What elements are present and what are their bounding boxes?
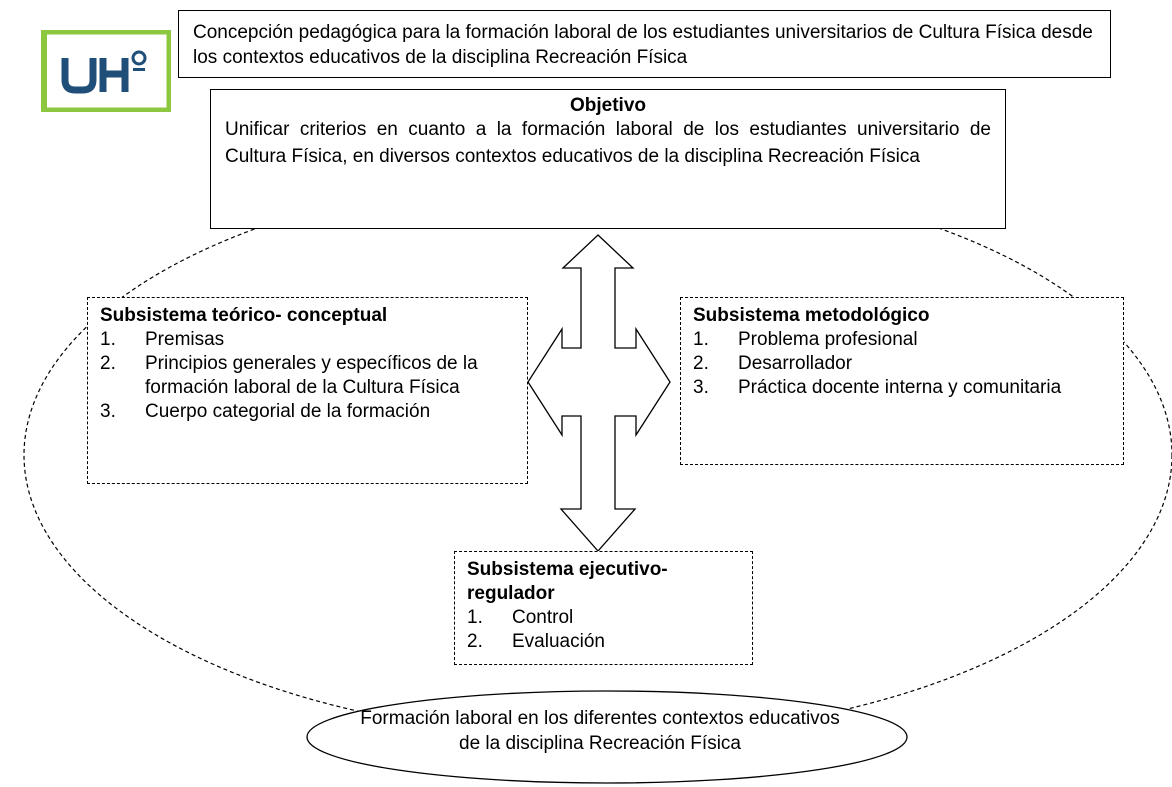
uh-logo (41, 30, 171, 112)
subsystem-executive-list: 1.Control 2.Evaluación (467, 606, 740, 654)
list-item: 1.Control (467, 607, 574, 628)
four-way-arrow (527, 234, 671, 552)
list-item: 3.Cuerpo categorial de la formación (100, 401, 431, 422)
objective-box: Objetivo Unificar criterios en cuanto a … (210, 89, 1006, 229)
outcome-ellipse (306, 690, 908, 784)
list-item: 2.Principios generales y específicos de … (100, 353, 478, 398)
subsystem-methodological-list: 1.Problema profesional 2.Desarrollador 3… (693, 328, 1111, 400)
subsystem-methodological-title: Subsistema metodológico (693, 305, 930, 326)
subsystem-executive-title: Subsistema ejecutivo-regulador (467, 559, 668, 604)
objective-text: Unificar criterios en cuanto a la formac… (225, 119, 991, 167)
subsystem-methodological-box: Subsistema metodológico 1.Problema profe… (680, 297, 1124, 465)
list-item: 3.Práctica docente interna y comunitaria (693, 377, 1062, 398)
concept-title-box: Concepción pedagógica para la formación … (178, 10, 1111, 78)
subsystem-executive-box: Subsistema ejecutivo-regulador 1.Control… (454, 551, 753, 665)
objective-heading: Objetivo (569, 95, 646, 116)
list-item: 2.Desarrollador (693, 353, 853, 374)
list-item: 1.Problema profesional (693, 329, 918, 350)
list-item: 1.Premisas (100, 329, 225, 350)
outcome-text: Formación laboral en los diferentes cont… (360, 708, 840, 754)
list-item: 2.Evaluación (467, 631, 605, 652)
subsystem-theoretical-title: Subsistema teórico- conceptual (100, 305, 388, 326)
subsystem-theoretical-box: Subsistema teórico- conceptual 1.Premisa… (87, 297, 528, 484)
concept-title: Concepción pedagógica para la formación … (193, 22, 1093, 68)
subsystem-theoretical-list: 1.Premisas 2.Principios generales y espe… (100, 328, 515, 424)
